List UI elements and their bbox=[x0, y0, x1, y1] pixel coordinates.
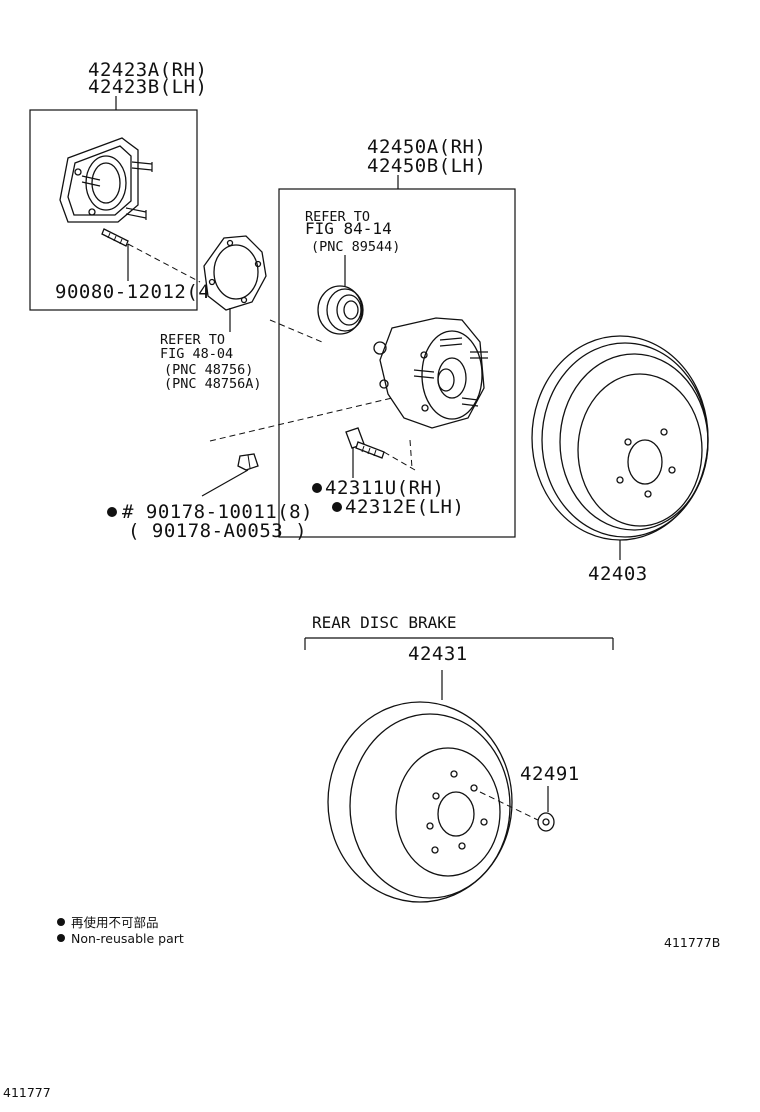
label-rear-disc-brake: REAR DISC BRAKE bbox=[312, 613, 457, 632]
non-reusable-dot-hub-bolt-rh bbox=[312, 483, 322, 493]
gasket-group: REFER TO FIG 48-04 (PNC 48756) (PNC 4875… bbox=[160, 235, 267, 392]
label-hub-refer-1: REFER TO bbox=[305, 209, 370, 225]
label-hub-pnc: (PNC 89544) bbox=[311, 239, 400, 255]
brake-drum-group: 42403 bbox=[531, 335, 709, 585]
label-gasket-pnc-2: (PNC 48756A) bbox=[164, 376, 262, 392]
carrier-box bbox=[29, 109, 198, 311]
label-hub-lh[interactable]: 42450B(LH) bbox=[367, 155, 486, 177]
label-carrier-bolt[interactable]: 90080-12012(4) bbox=[55, 281, 222, 303]
non-reusable-dot-hub-bolt-lh bbox=[332, 502, 342, 512]
hub-box bbox=[278, 188, 516, 538]
label-hub-refer-2[interactable]: FIG 84-14 bbox=[305, 219, 392, 238]
brake-drum-part[interactable] bbox=[531, 335, 709, 541]
label-nut-main[interactable]: # 90178-10011(8) bbox=[122, 501, 313, 523]
hub-nut-part[interactable] bbox=[237, 453, 259, 471]
label-nut-alt[interactable]: ( 90178-A0053 ) bbox=[128, 520, 307, 542]
rear-disc-brake-group: REAR DISC BRAKE 42431 42491 bbox=[304, 613, 614, 903]
illustration-code: 411777B bbox=[664, 935, 720, 950]
label-disc-nut[interactable]: 42491 bbox=[520, 763, 580, 785]
legend-dot-en bbox=[57, 934, 65, 942]
label-gasket-pnc-1: (PNC 48756) bbox=[164, 362, 253, 378]
label-carrier-rh[interactable]: 42423A(RH) bbox=[88, 59, 207, 81]
legend-jp-text: 再使用不可部品 bbox=[71, 915, 159, 930]
page-code: 411777 bbox=[3, 1085, 51, 1100]
label-hub-bolt-lh[interactable]: 42312E(LH) bbox=[345, 496, 464, 518]
label-drum[interactable]: 42403 bbox=[588, 563, 648, 585]
carrier-bolt-part[interactable] bbox=[101, 228, 129, 247]
disc-nut-part[interactable] bbox=[537, 812, 555, 832]
legend-en-text: Non-reusable part bbox=[71, 931, 184, 946]
gasket-part[interactable] bbox=[203, 235, 267, 311]
hub-bolt-part[interactable] bbox=[345, 427, 385, 459]
hub-nut-group: # 90178-10011(8) ( 90178-A0053 ) bbox=[107, 453, 313, 542]
brake-disc-part[interactable] bbox=[327, 701, 513, 903]
carrier-plate-part[interactable] bbox=[59, 137, 153, 223]
bearing-part[interactable] bbox=[317, 285, 364, 335]
hub-part[interactable] bbox=[373, 317, 488, 429]
legend: 再使用不可部品 Non-reusable part bbox=[57, 915, 184, 946]
label-gasket-refer-1: REFER TO bbox=[160, 332, 225, 348]
label-hub-rh[interactable]: 42450A(RH) bbox=[367, 136, 486, 158]
label-hub-bolt-rh[interactable]: 42311U(RH) bbox=[325, 477, 444, 499]
legend-dot-jp bbox=[57, 918, 65, 926]
hub-group: 42450A(RH) 42450B(LH) REFER TO FIG 84-14… bbox=[209, 136, 516, 538]
label-gasket-refer-2[interactable]: FIG 48-04 bbox=[160, 346, 233, 362]
non-reusable-dot-nut bbox=[107, 507, 117, 517]
carrier-group: 42423A(RH) 42423B(LH) bbox=[29, 59, 222, 311]
label-carrier-lh[interactable]: 42423B(LH) bbox=[88, 76, 207, 98]
label-disc[interactable]: 42431 bbox=[408, 643, 468, 665]
